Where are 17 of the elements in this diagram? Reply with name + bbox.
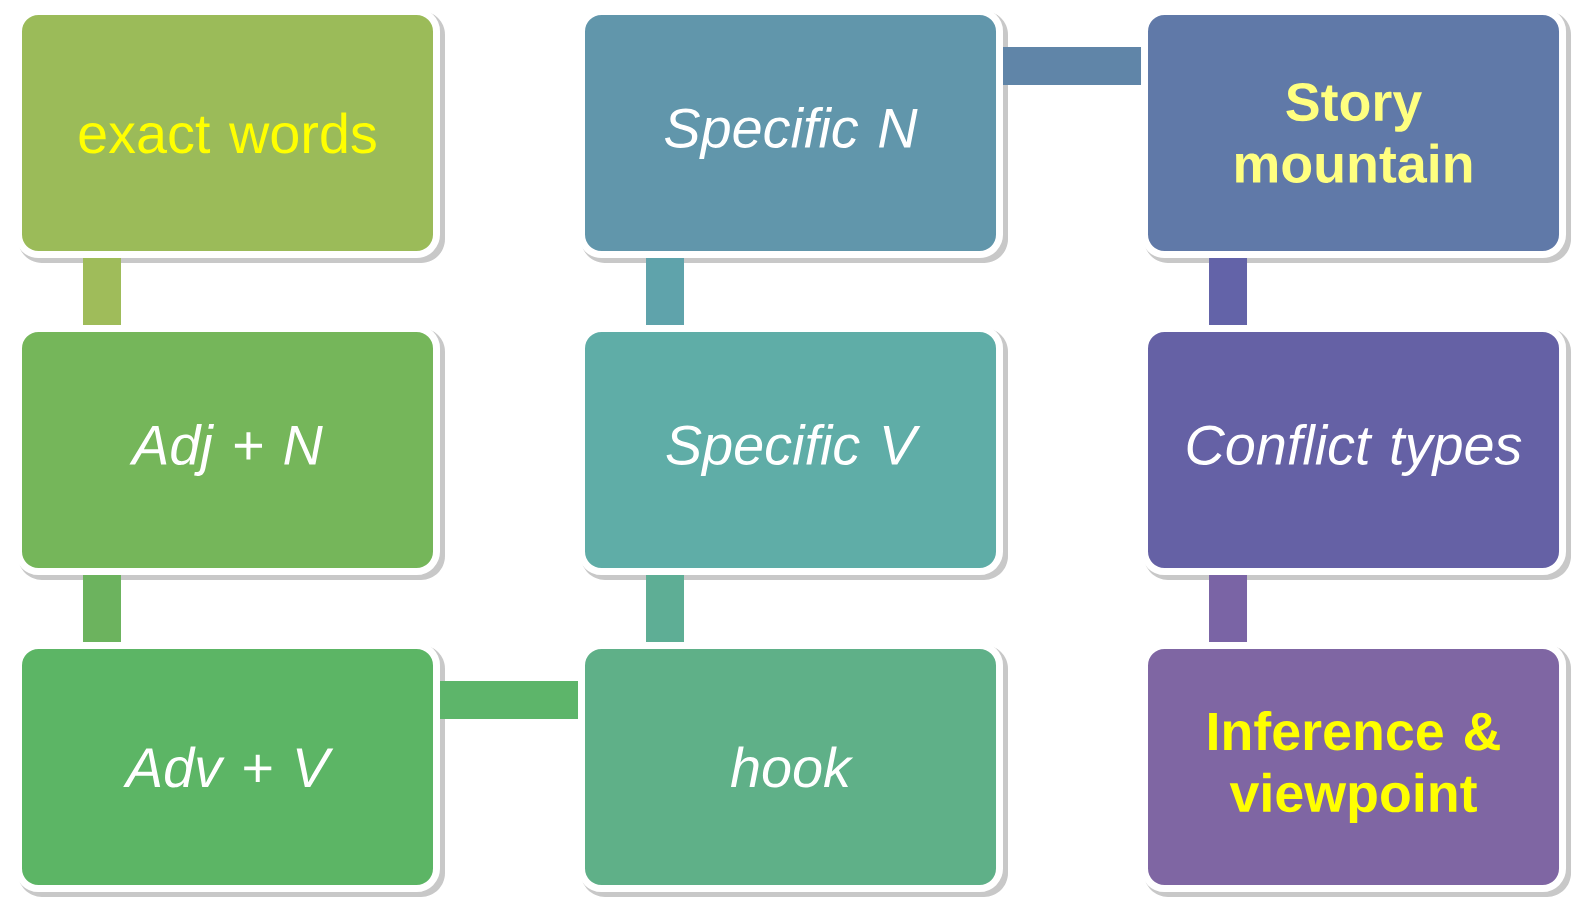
connector-bar [83,258,121,325]
text-box: Inference & viewpoint [1141,642,1571,897]
text-box: hook [578,642,1008,897]
text-box: Adv + V [15,642,445,897]
connector-bar [1003,47,1141,85]
text-box: Specific N [578,8,1008,263]
connector-bar [1209,258,1247,325]
text-box: Story mountain [1141,8,1571,263]
text-box: Adj + N [15,325,445,580]
text-box: exact words [15,8,445,263]
connector-bar [440,681,578,719]
connector-bar [646,258,684,325]
connector-bar [83,575,121,642]
text-box: Conflict types [1141,325,1571,580]
connector-bar [1209,575,1247,642]
text-box: Specific V [578,325,1008,580]
connector-bar [646,575,684,642]
